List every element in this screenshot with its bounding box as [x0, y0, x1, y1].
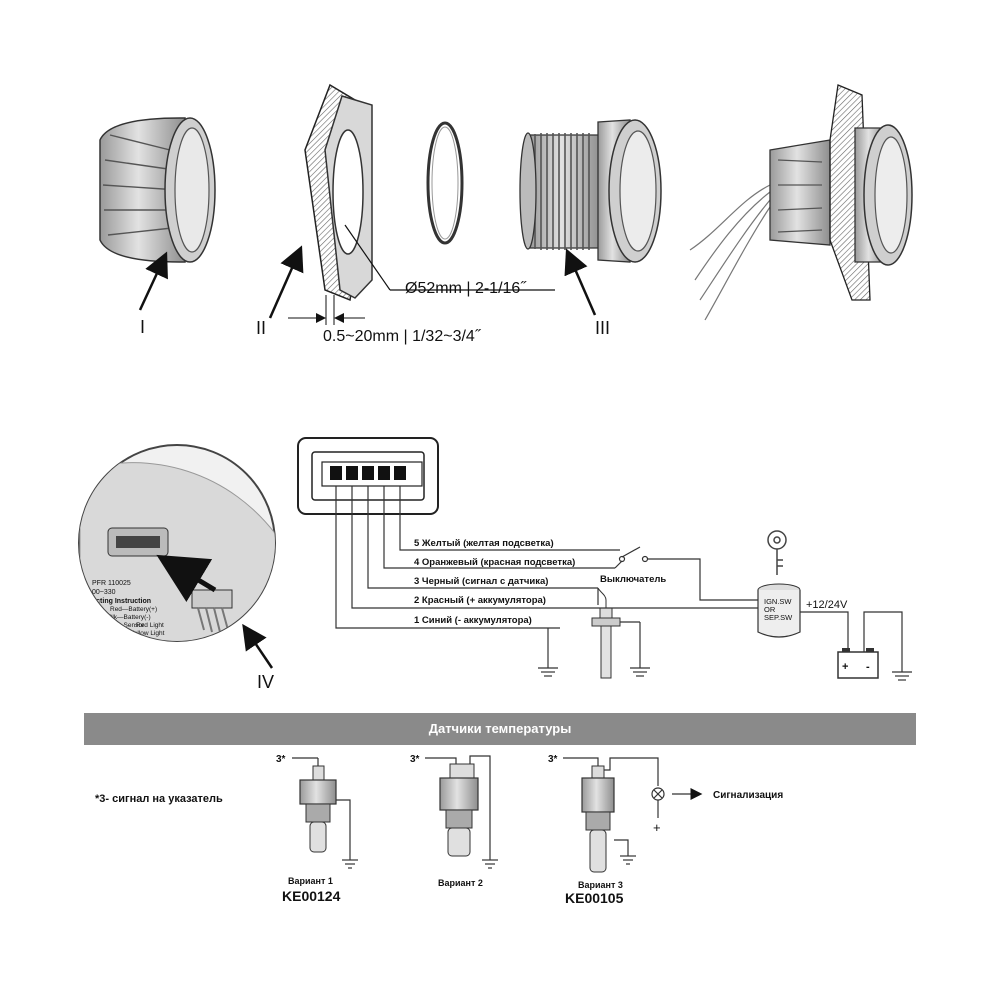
ign-line-3: SEP.SW	[764, 613, 793, 622]
ground-symbol-1	[538, 628, 558, 677]
wiring-sensor	[560, 587, 650, 679]
assembled-gauge	[689, 84, 913, 321]
diameter-leader	[344, 224, 391, 291]
switch-label: Выключатель	[600, 574, 666, 585]
ignition-switch	[757, 583, 801, 638]
sensor-variant-1	[292, 757, 358, 869]
zoom-line-3: necting Instruction	[88, 598, 151, 605]
gauge-connector	[297, 437, 439, 515]
arrow-part-iii	[564, 248, 597, 316]
battery-circuit	[800, 611, 912, 681]
zoom-line-7: Red Light	[136, 622, 164, 629]
variant-2-label: Вариант 2	[438, 878, 483, 888]
label-part-i: I	[140, 317, 145, 337]
hole-diameter: Ø52mm | 2-1/16˝	[405, 280, 527, 297]
wire-4-label: 4 Оранжевый (красная подсветка)	[414, 557, 575, 568]
sensor-variant-2	[425, 755, 498, 869]
alarm-plus: +	[653, 820, 661, 835]
arrow-part-ii	[268, 245, 304, 319]
zoom-line-8: Yellow Light	[130, 630, 165, 637]
key-icon	[767, 530, 787, 575]
ign-line-2: OR	[764, 605, 776, 614]
label-part-iii: III	[595, 318, 610, 338]
voltage-label: +12/24V	[806, 599, 848, 611]
zoom-line-6: Blue—Sensor	[104, 622, 145, 629]
zoom-line-2: 00~330	[92, 589, 116, 596]
battery-icon	[837, 648, 879, 679]
wires	[335, 486, 615, 629]
arrow-part-i	[138, 251, 168, 311]
zoom-line-5: Blk—Battery(-)	[108, 614, 151, 621]
sensors-band-title: Датчики температуры	[428, 721, 572, 736]
battery-plus: +	[842, 661, 848, 673]
ign-line-1: IGN.SW	[764, 597, 792, 606]
wire-1-label: 1 Синий (- аккумулятора)	[414, 615, 532, 626]
signal-mark-3: 3*	[548, 754, 558, 765]
variant-1-code: KE00124	[282, 888, 341, 904]
zoom-line-9: UP	[140, 638, 149, 645]
variant-3-label: Вариант 3	[578, 880, 623, 890]
part-i-knurled-nut	[99, 117, 216, 263]
part-iii-threaded-body	[519, 119, 662, 263]
label-part-ii: II	[256, 318, 266, 338]
sensor-note: *3- сигнал на указатель	[95, 793, 223, 805]
battery-minus: -	[866, 661, 870, 673]
arrow-part-iv	[242, 623, 274, 669]
zoom-line-1: PFR 110025	[92, 580, 131, 587]
signal-mark-2: 3*	[410, 754, 420, 765]
alarm-label: Сигнализация	[713, 790, 783, 801]
signal-mark-1: 3*	[276, 754, 286, 765]
connector-zoom: PFR 110025 00~330 necting Instruction Re…	[78, 444, 276, 645]
panel-thickness: 0.5~20mm | 1/32~3/4˝	[323, 328, 482, 345]
switch-symbol	[575, 546, 760, 601]
wire-3-label: 3 Черный (сигнал с датчика)	[414, 576, 548, 587]
sensors-band	[84, 713, 916, 745]
o-ring	[426, 121, 464, 245]
part-ii-bracket	[304, 83, 373, 302]
wire-5-label: 5 Желтый (желтая подсветка)	[414, 538, 554, 549]
label-part-iv: IV	[257, 672, 274, 692]
variant-1-label: Вариант 1	[288, 876, 333, 886]
zoom-line-4: Red—Battery(+)	[110, 606, 157, 613]
wire-2-label: 2 Красный (+ аккумулятора)	[414, 595, 546, 606]
variant-3-code: KE00105	[565, 890, 624, 906]
sensor-variant-3	[563, 757, 703, 873]
